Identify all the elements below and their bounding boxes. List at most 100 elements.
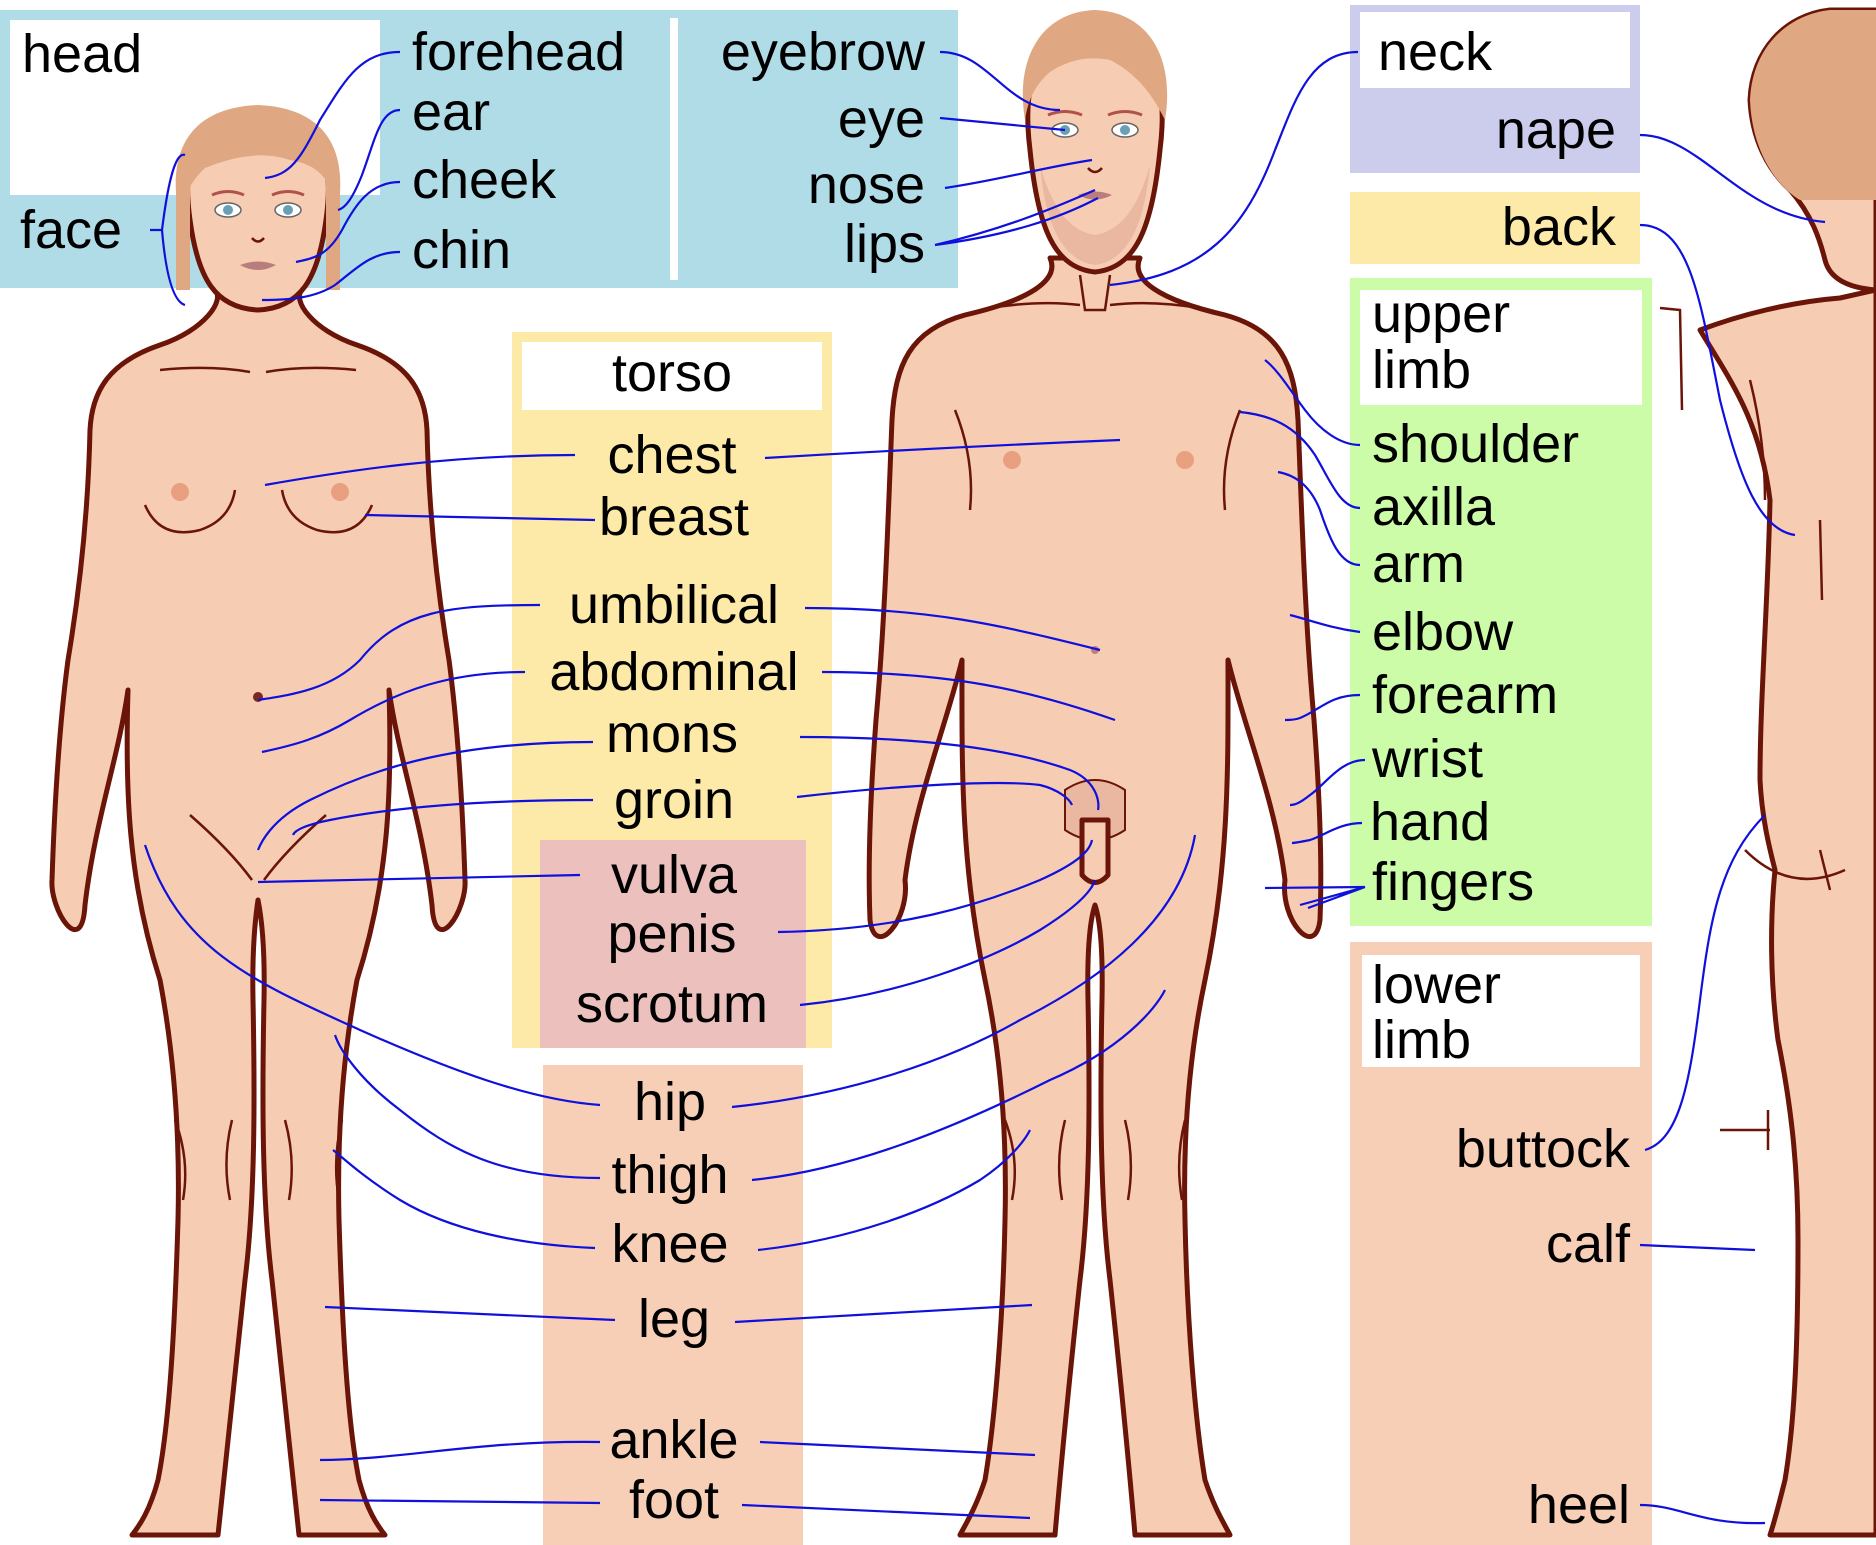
male-right-nipple [1176,451,1194,469]
label-ankle: ankle [609,1410,738,1470]
group-upper-limb-line2: limb [1372,340,1471,400]
male-front-figure [866,10,1324,1538]
torso-box [512,332,832,1048]
genital-box [540,840,806,1048]
female-collarbones [159,366,357,374]
male-hair [1022,10,1168,120]
female-breasts [143,489,374,534]
head-box [0,10,958,288]
label-hand: hand [1370,792,1490,852]
male-left-eyebrow [1047,110,1083,117]
neck-box [1350,5,1640,173]
male-beard-shadow [1040,165,1150,265]
group-head: head [22,24,142,84]
label-eyebrow: eyebrow [721,22,926,82]
leader-groin [291,781,1074,836]
label-lips: lips [844,214,925,274]
leader-elbow [1289,613,1361,634]
female-knees [173,1119,344,1201]
label-mons: mons [606,704,738,764]
male-right-iris [1120,125,1130,135]
leader-buttock [1644,814,1766,1152]
head-box-divider [670,18,678,280]
female-lips [240,261,276,270]
back-figure [1659,7,1876,1538]
leader-nose [944,158,1093,190]
leader-penis [777,839,1094,934]
female-hair [175,105,341,210]
label-eye: eye [838,89,925,149]
torso-box-white-area [522,342,822,410]
upper-limb-box-white-area [1360,290,1642,405]
label-breast: breast [599,487,749,547]
leader-chin [261,250,401,302]
leader-ear [337,108,401,212]
label-chest: chest [607,425,736,485]
leader-umbilical [257,603,1101,702]
male-chest-lines [953,409,1242,511]
leader-axilla [1239,410,1361,510]
label-ear: ear [412,82,490,142]
leader-calf [1639,1243,1756,1252]
group-neck: neck [1378,22,1493,82]
leader-foot [319,1498,1031,1520]
leader-knee [332,1129,1031,1252]
lower-limb-box-white-area [1362,955,1640,1067]
group-lower-limb-line1: lower [1372,955,1501,1015]
label-face: face [20,200,122,260]
label-heel: heel [1528,1475,1630,1535]
leader-forehead [264,50,401,180]
female-left-eyebrow [211,190,245,197]
label-penis: penis [607,904,736,964]
label-forehead: forehead [412,22,625,82]
leader-chest [264,438,1121,487]
text-labels: head face forehead ear cheek chin eyebro… [20,22,1631,1535]
label-buttock: buttock [1456,1119,1631,1179]
label-shoulder: shoulder [1372,414,1579,474]
leader-vulva [257,873,581,884]
label-groin: groin [614,770,734,830]
leader-lips [934,188,1099,247]
leader-wrist [1289,758,1366,807]
leader-face [150,153,186,307]
leader-shoulder [1264,359,1361,447]
leader-back [1639,223,1796,537]
female-body-outline [49,287,468,1538]
leader-arm [1277,470,1361,567]
label-umbilical: umbilical [569,575,779,635]
female-hair-back [176,175,190,290]
label-back: back [1502,197,1617,257]
label-foot: foot [629,1470,719,1530]
female-right-eyebrow [271,190,305,197]
female-left-iris [223,205,233,215]
female-left-nipple [171,483,189,501]
leader-hip [143,834,1197,1109]
leader-abdominal [261,670,1116,754]
label-calf: calf [1546,1214,1631,1274]
leader-lines [143,50,1826,1525]
label-knee: knee [611,1214,728,1274]
male-knees [1003,1119,1187,1201]
leader-forearm [1284,693,1361,722]
label-vulva: vulva [611,845,738,905]
label-thigh: thigh [611,1145,728,1205]
leader-eye [939,116,1066,132]
leader-eyebrow [939,50,1061,112]
upper-limb-box [1350,278,1652,926]
leader-scrotum [799,879,1097,1007]
male-collarbones [989,274,1201,312]
female-right-iris [283,205,293,215]
label-forearm: forearm [1372,665,1558,725]
leader-neck [1109,50,1359,287]
back-knee-line [1720,1110,1770,1150]
label-scrotum: scrotum [576,974,768,1034]
female-nose [251,237,265,243]
lower-limb-box [1350,942,1652,1545]
label-leg: leg [638,1289,710,1349]
label-chin: chin [412,220,511,280]
female-right-nipple [331,483,349,501]
back-buttock-line [1744,849,1846,891]
leader-breast [364,513,596,522]
